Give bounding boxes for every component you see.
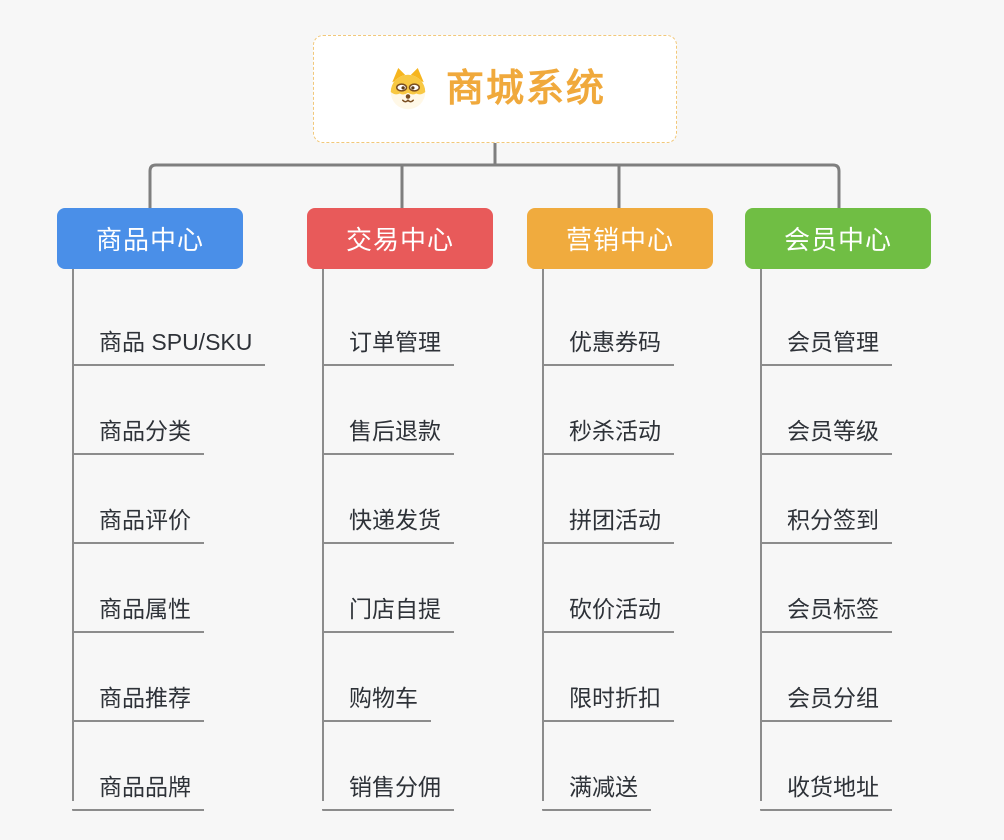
leaf-item[interactable]: 会员标签 <box>760 576 892 633</box>
branch-label: 交易中心 <box>345 225 454 255</box>
root-connector-line <box>148 143 841 209</box>
branch-trunk-line <box>760 269 762 801</box>
leaf-item[interactable]: 收货地址 <box>760 754 892 811</box>
leaf-item[interactable]: 销售分佣 <box>322 754 454 811</box>
leaf-item[interactable]: 商品分类 <box>72 398 204 455</box>
branch-trade: 交易中心 订单管理售后退款快递发货门店自提购物车销售分佣 <box>307 208 567 840</box>
leaf-item[interactable]: 拼团活动 <box>542 487 674 544</box>
branch-trunk-line <box>542 269 544 801</box>
leaf-item[interactable]: 会员分组 <box>760 665 892 722</box>
branch-products: 商品中心 商品 SPU/SKU 商品分类商品评价商品属性商品推荐商品品牌 <box>57 208 317 840</box>
root-title: 商城系统 <box>445 68 606 110</box>
dog-face-icon <box>384 65 432 113</box>
branch-node-trade[interactable]: 交易中心 <box>307 208 493 269</box>
leaf-item[interactable]: 砍价活动 <box>542 576 674 633</box>
branch-label: 商品中心 <box>95 225 204 255</box>
branch-label: 营销中心 <box>565 225 674 255</box>
branch-trunk-line <box>72 269 74 801</box>
leaf-item[interactable]: 门店自提 <box>322 576 454 633</box>
leaf-item[interactable]: 快递发货 <box>322 487 454 544</box>
leaf-item[interactable]: 商品 SPU/SKU <box>72 309 266 366</box>
leaf-item[interactable]: 订单管理 <box>322 309 454 366</box>
branch-node-marketing[interactable]: 营销中心 <box>527 208 713 269</box>
leaf-item[interactable]: 积分签到 <box>760 487 892 544</box>
branch-marketing: 营销中心 优惠券码秒杀活动拼团活动砍价活动限时折扣满减送 <box>527 208 787 840</box>
leaf-item[interactable]: 售后退款 <box>322 398 454 455</box>
branch-label: 会员中心 <box>783 225 892 255</box>
branch-node-members[interactable]: 会员中心 <box>745 208 931 269</box>
branch-members: 会员中心 会员管理会员等级积分签到会员标签会员分组收货地址 <box>745 208 1004 840</box>
leaf-item[interactable]: 会员等级 <box>760 398 892 455</box>
root-node[interactable]: 商城系统 <box>313 35 677 143</box>
leaf-item[interactable]: 限时折扣 <box>542 665 674 722</box>
leaf-item[interactable]: 购物车 <box>322 665 431 722</box>
leaf-item[interactable]: 会员管理 <box>760 309 892 366</box>
leaf-item[interactable]: 商品推荐 <box>72 665 204 722</box>
leaf-item[interactable]: 秒杀活动 <box>542 398 674 455</box>
leaf-item[interactable]: 商品属性 <box>72 576 204 633</box>
leaf-item[interactable]: 满减送 <box>542 754 651 811</box>
leaf-item[interactable]: 商品品牌 <box>72 754 204 811</box>
leaf-item[interactable]: 商品评价 <box>72 487 204 544</box>
leaf-item[interactable]: 优惠券码 <box>542 309 674 366</box>
branch-node-products[interactable]: 商品中心 <box>57 208 243 269</box>
branch-trunk-line <box>322 269 324 801</box>
